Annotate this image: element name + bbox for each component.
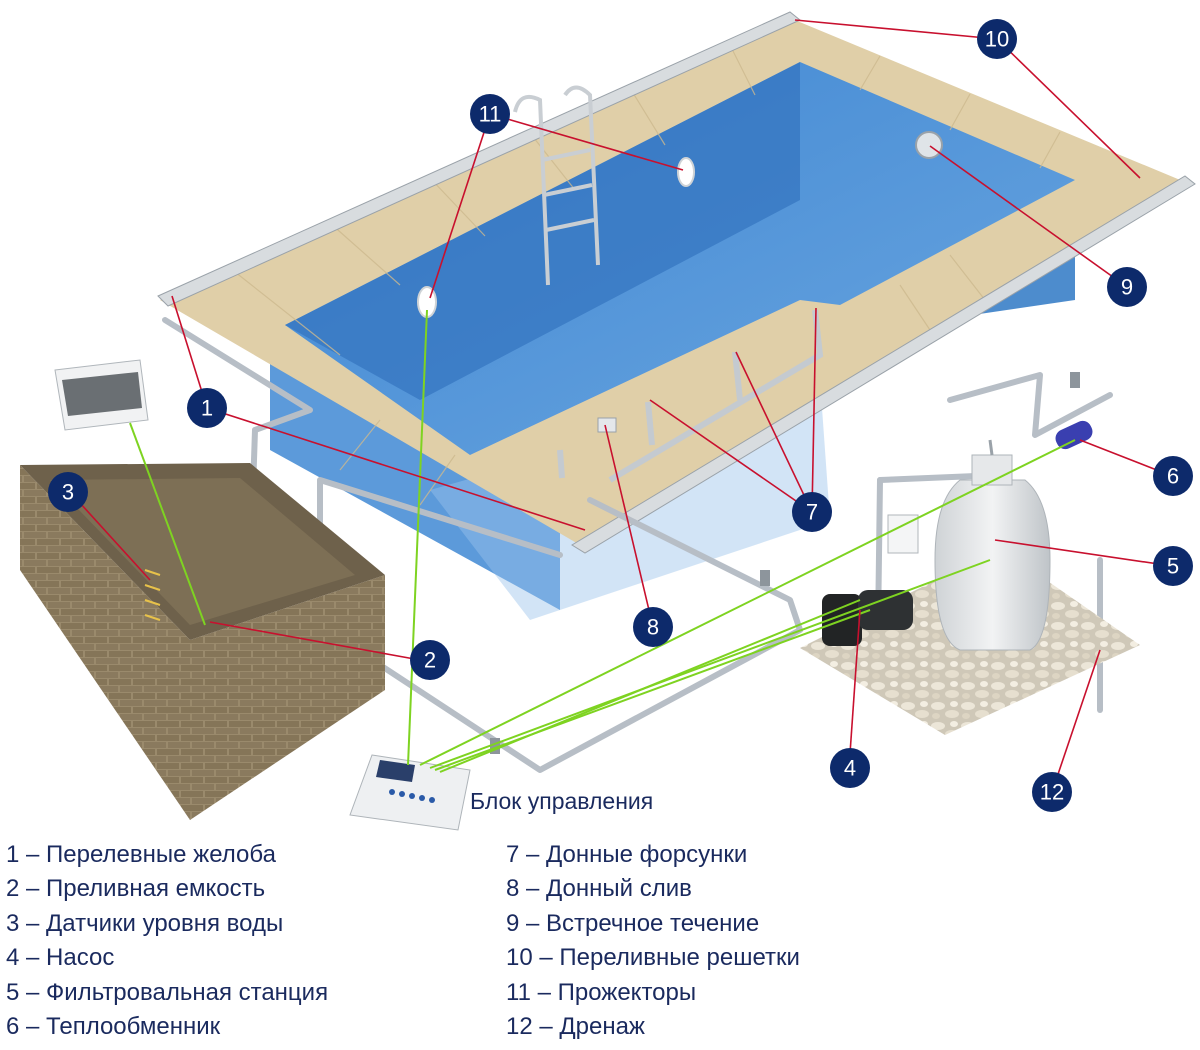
valve-icon (760, 570, 770, 586)
badge-9: 9 (1107, 267, 1147, 307)
badge-number: 9 (1121, 275, 1133, 300)
filter-stem (988, 439, 994, 456)
heat-exchanger (1055, 420, 1093, 450)
badge-6: 6 (1153, 456, 1193, 496)
badge-4: 4 (830, 748, 870, 788)
legend-item: 10 – Переливные решетки (506, 944, 800, 972)
legend-item: 5 – Фильтровальная станция (6, 978, 329, 1006)
filter-tank (934, 479, 1051, 651)
legend-item: 12 – Дренаж (506, 1013, 645, 1041)
legend-item: 11 – Прожекторы (506, 978, 697, 1006)
bottom-nozzles (557, 309, 824, 483)
spotlight-icon (677, 157, 695, 187)
badge-10: 10 (977, 19, 1017, 59)
red-leaders (69, 19, 1173, 793)
legend-item: 3 – Датчики уровня воды (6, 909, 284, 937)
badge-number: 8 (647, 615, 659, 640)
badge-3: 3 (48, 472, 88, 512)
legend-item: 9 – Встречное течение (506, 909, 760, 937)
badge-8: 8 (633, 607, 673, 647)
valve-icon (490, 738, 500, 754)
badge-number: 4 (844, 756, 856, 781)
legend-item: 7 – Донные форсунки (506, 841, 748, 868)
tank-right-face (190, 575, 385, 820)
tank-inner-floor (50, 478, 355, 625)
green-leaders (129, 309, 1076, 773)
badge-2: 2 (410, 640, 450, 680)
legend-item: 4 – Насос (6, 944, 115, 972)
overflow-tank (20, 463, 385, 820)
badge-number: 2 (424, 648, 436, 673)
control-unit-label: Блок управления (470, 788, 654, 814)
badge-7: 7 (792, 492, 832, 532)
bottom-drain-icon (597, 417, 617, 433)
badge-number: 5 (1167, 554, 1179, 579)
legend-item: 6 – Теплообменник (6, 1013, 221, 1041)
badge-5: 5 (1153, 546, 1193, 586)
control-unit-buttons (389, 789, 435, 803)
pool (157, 11, 1196, 620)
legend-right: 7 – Донные форсунки 8 – Донный слив 9 – … (506, 838, 800, 1044)
badge-number: 11 (479, 102, 502, 127)
equipment (54, 359, 1140, 831)
legend-item: 8 – Донный слив (506, 875, 692, 903)
badge-11: 11 (470, 94, 510, 134)
overflow-grate-right (571, 175, 1196, 554)
filter-valve (971, 454, 1013, 486)
badge-12: 12 (1032, 772, 1072, 812)
badge-1a: 1 (187, 388, 227, 428)
valve-icon (1070, 372, 1080, 388)
level-sensors (144, 569, 161, 621)
badge-number: 10 (985, 27, 1009, 52)
electrical-box-panel (62, 372, 142, 416)
counter-current-icon (915, 131, 943, 159)
legend-item: 2 – Преливная емкость (6, 875, 266, 903)
badge-number: 12 (1040, 780, 1064, 805)
legend-left: 1 – Перелевные желоба 2 – Преливная емко… (6, 838, 328, 1044)
tank-left-face (20, 465, 190, 820)
legend-item: 1 – Перелевные желоба (6, 841, 276, 868)
deck-tiles (229, 44, 1061, 506)
badge-number: 1 (201, 396, 213, 421)
badge-number: 6 (1167, 464, 1179, 489)
badges: 1 2 3 4 5 6 7 8 9 10 11 12 (48, 19, 1193, 812)
badge-number: 7 (806, 500, 818, 525)
pool-back-wall (285, 62, 800, 400)
control-unit-screen (376, 760, 415, 782)
badge-number: 3 (62, 480, 74, 505)
pool-ladder (513, 85, 600, 286)
